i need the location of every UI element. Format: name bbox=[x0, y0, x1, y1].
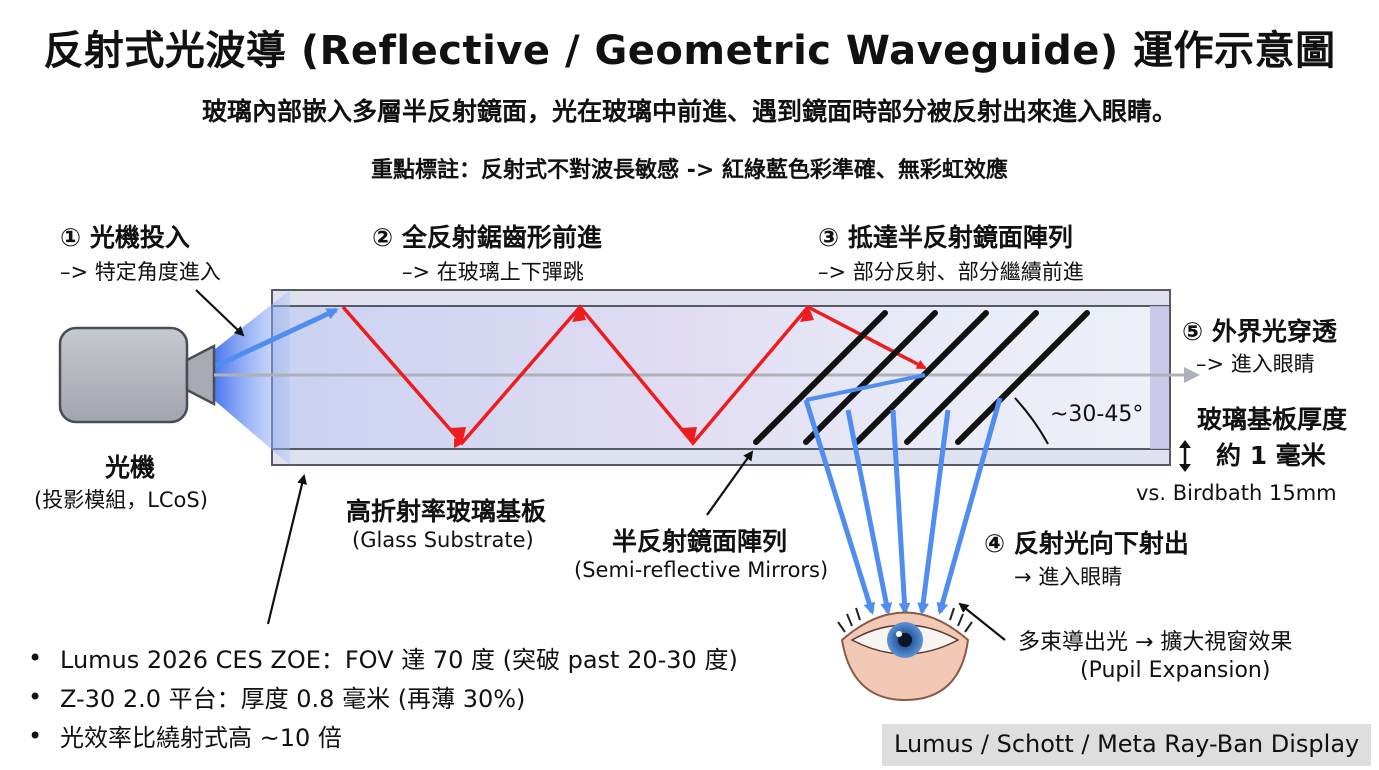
tir-arrowheads bbox=[451, 305, 814, 445]
pupil-title: 多束導出光 → 擴大視窗效果 bbox=[1018, 630, 1293, 655]
projector-desc: (投影模組，LCoS) bbox=[34, 488, 208, 512]
key-note: 重點標註：反射式不對波長敏感 -> 紅綠藍色彩準確、無彩虹效應 bbox=[371, 158, 1008, 183]
step3-desc: –> 部分反射、部分繼續前進 bbox=[818, 260, 1084, 284]
input-ray bbox=[214, 307, 339, 369]
step4-desc: → 進入眼睛 bbox=[1014, 565, 1123, 589]
pupil-desc: (Pupil Expansion) bbox=[1080, 658, 1271, 683]
thickness-compare: vs. Birdbath 15mm bbox=[1136, 481, 1337, 505]
thickness-arrow-icon bbox=[1179, 440, 1191, 472]
page-subtitle: 玻璃內部嵌入多層半反射鏡面，光在玻璃中前進、遇到鏡面時部分被反射出來進入眼睛。 bbox=[201, 97, 1177, 126]
source-badge: Lumus / Schott / Meta Ray-Ban Display bbox=[882, 724, 1372, 766]
bullet-text: Lumus 2026 CES ZOE：FOV 達 70 度 (突破 past 2… bbox=[60, 646, 738, 674]
reflected-guide-ray bbox=[805, 373, 926, 402]
step1-title: ① 光機投入 bbox=[60, 223, 190, 252]
step3-title: ③ 抵達半反射鏡面陣列 bbox=[818, 223, 1073, 252]
projector-icon bbox=[58, 326, 216, 424]
mirrors-title: 半反射鏡面陣列 bbox=[612, 527, 788, 556]
thickness-value: 約 1 毫米 bbox=[1216, 441, 1326, 470]
bullet-item: 光效率比繞射式高 ~10 倍 bbox=[28, 718, 738, 753]
mirror-angle: ~30-45° bbox=[1050, 402, 1144, 427]
spec-bullets: Lumus 2026 CES ZOE：FOV 達 70 度 (突破 past 2… bbox=[28, 640, 738, 757]
step1-desc: –> 特定角度進入 bbox=[60, 260, 221, 284]
step2-title: ② 全反射鋸齒形前進 bbox=[372, 223, 602, 252]
bullet-text: 光效率比繞射式高 ~10 倍 bbox=[60, 724, 342, 752]
step2-desc: –> 在玻璃上下彈跳 bbox=[402, 260, 584, 284]
step4-title: ④ 反射光向下射出 bbox=[984, 529, 1189, 558]
substrate-title: 高折射率玻璃基板 bbox=[346, 497, 547, 526]
thickness-title: 玻璃基板厚度 bbox=[1196, 405, 1347, 434]
mirrors-desc: (Semi-reflective Mirrors) bbox=[574, 558, 829, 582]
bullet-item: Z-30 2.0 平台：厚度 0.8 毫米 (再薄 30%) bbox=[28, 679, 738, 714]
pointer-lines bbox=[195, 289, 1006, 641]
outcoupled-rays bbox=[803, 397, 1003, 615]
bullet-item: Lumus 2026 CES ZOE：FOV 達 70 度 (突破 past 2… bbox=[28, 640, 738, 675]
projector-title: 光機 bbox=[104, 453, 155, 482]
angle-arc bbox=[1014, 397, 1049, 445]
step5-desc: –> 進入眼睛 bbox=[1196, 352, 1315, 376]
bullet-text: Z-30 2.0 平台：厚度 0.8 毫米 (再薄 30%) bbox=[60, 685, 526, 713]
page-title: 反射式光波導 (Reflective / Geometric Waveguide… bbox=[43, 28, 1336, 74]
projection-cone bbox=[214, 290, 290, 465]
substrate-desc: (Glass Substrate) bbox=[352, 528, 534, 552]
eye-icon bbox=[837, 607, 973, 702]
step5-title: ⑤ 外界光穿透 bbox=[1182, 317, 1337, 346]
